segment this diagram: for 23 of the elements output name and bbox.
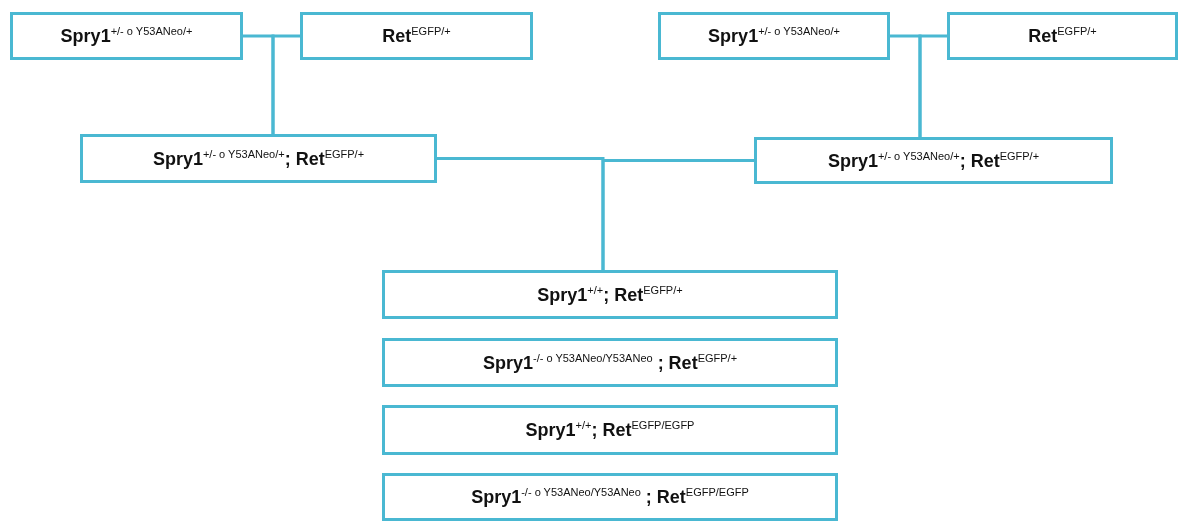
genotype-label: Ret$^{EGFP/+}$ <box>382 25 451 47</box>
connector-line <box>918 34 947 137</box>
genotype-box <box>300 12 533 60</box>
genotype-label: Spry1$^{+/- o Y53ANeo/+}$; Ret$^{EGFP/+}$ <box>152 147 365 170</box>
genotype-label: Spry1$^{+/+}$; Ret$^{EGFP/+}$ <box>537 283 683 306</box>
genotype-box <box>754 137 1113 184</box>
genotype-label: Spry1$^{-/- o Y53ANeo/Y53ANeo}$ ; Ret$^{EGFP/+}$ <box>482 351 738 374</box>
genotype-box <box>947 12 1178 60</box>
genotype-label: Spry1$^{+/- o Y53ANeo/+}$; Ret$^{EGFP/+}$ <box>827 149 1040 172</box>
genotype-label: Spry1$^{-/- o Y53ANeo/Y53ANeo}$ ; Ret$^{EGFP/EGFP}$ <box>471 486 749 508</box>
genotype-label: Ret$^{EGFP/+}$ <box>1028 25 1097 47</box>
genotype-box <box>382 473 838 521</box>
genotype-label: Spry1$^{+/- o Y53ANeo/+}$ <box>60 25 193 47</box>
connector-line <box>601 159 754 270</box>
genotype-box <box>80 134 437 183</box>
genotype-label: Spry1$^{+/+}$; Ret$^{EGFP/EGFP}$ <box>525 419 695 441</box>
genotype-label: Spry1$^{+/- o Y53ANeo/+}$ <box>708 25 840 47</box>
genotype-box <box>382 338 838 387</box>
genotype-box <box>382 270 838 319</box>
genotype-box <box>382 405 838 455</box>
genotype-box <box>10 12 243 60</box>
genotype-box <box>658 12 890 60</box>
connector-line <box>271 34 300 134</box>
